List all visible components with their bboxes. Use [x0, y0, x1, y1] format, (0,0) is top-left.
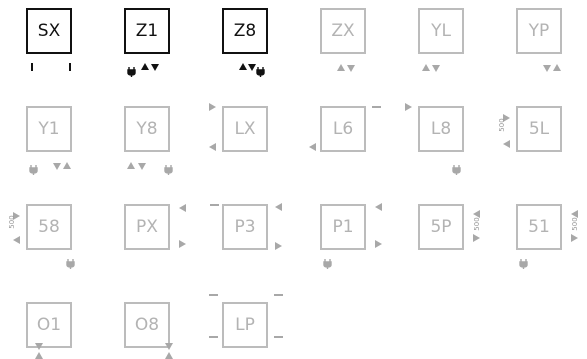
tile-label: L8: [430, 119, 452, 139]
tile-label: PX: [136, 217, 158, 237]
tile-y8[interactable]: Y8: [124, 106, 170, 152]
arrow-down-icon: [138, 163, 146, 170]
tile-label: L6: [332, 119, 354, 139]
arrow-up-icon: [63, 162, 71, 169]
tile-p3[interactable]: P3: [222, 204, 268, 250]
plug-icon: [452, 160, 461, 175]
tile-z1[interactable]: Z1: [124, 8, 170, 54]
dimension-label: 500: [571, 217, 579, 231]
tile-label: 5P: [430, 217, 452, 237]
arrow-left-icon: [309, 143, 316, 151]
tile-y1[interactable]: Y1: [26, 106, 72, 152]
tile-yp[interactable]: YP: [516, 8, 562, 54]
arrow-down-icon: [53, 163, 61, 170]
arrow-right-icon: [275, 242, 282, 250]
tile-label: 51: [528, 217, 550, 237]
dimension-label: 500: [473, 217, 481, 231]
tile-label: 5L: [528, 119, 550, 139]
tile-lx[interactable]: LX: [222, 106, 268, 152]
tile-yl[interactable]: YL: [418, 8, 464, 54]
plug-icon: [127, 62, 136, 77]
tile-o8[interactable]: O8: [124, 302, 170, 348]
arrow-down-icon: [347, 65, 355, 72]
arrow-left-icon: [571, 210, 578, 218]
tile-px[interactable]: PX: [124, 204, 170, 250]
dimension-label: 500: [8, 215, 16, 229]
arrow-up-icon: [553, 64, 561, 71]
arrow-left-icon: [473, 210, 480, 218]
tile-51[interactable]: 51: [516, 204, 562, 250]
arrow-left-icon: [503, 140, 510, 148]
arrow-left-icon: [275, 203, 282, 211]
arrow-up-icon: [337, 64, 345, 71]
tile-label: Z8: [233, 21, 257, 41]
arrow-right-icon: [405, 103, 412, 111]
tile-5p[interactable]: 5P: [418, 204, 464, 250]
tile-o1[interactable]: O1: [26, 302, 72, 348]
arrow-right-icon: [209, 103, 216, 111]
dash-mark: [372, 106, 381, 108]
dash-mark: [274, 336, 283, 338]
tile-label: Z1: [135, 21, 159, 41]
arrow-right-icon: [179, 240, 186, 248]
tick-mark: [31, 63, 33, 71]
arrow-down-icon: [248, 64, 256, 71]
tile-z8[interactable]: Z8: [222, 8, 268, 54]
tile-label: P1: [332, 217, 354, 237]
arrow-up-icon: [127, 162, 135, 169]
tile-zx[interactable]: ZX: [320, 8, 366, 54]
arrow-up-icon: [239, 63, 247, 70]
arrow-down-icon: [543, 65, 551, 72]
arrow-up-icon: [141, 63, 149, 70]
plug-icon: [256, 62, 265, 77]
plug-icon: [164, 160, 173, 175]
tile-label: O1: [36, 315, 62, 335]
tile-p1[interactable]: P1: [320, 204, 366, 250]
plug-icon: [323, 254, 332, 269]
tile-sx[interactable]: SX: [26, 8, 72, 54]
tile-label: SX: [37, 21, 61, 41]
arrow-up-icon: [422, 64, 430, 71]
tile-label: P3: [234, 217, 256, 237]
tile-label: 58: [38, 217, 60, 237]
arrow-right-icon: [13, 212, 20, 220]
arrow-right-icon: [503, 114, 510, 122]
tile-label: YP: [528, 21, 550, 41]
arrow-right-icon: [571, 234, 578, 242]
arrow-left-icon: [375, 203, 382, 211]
tick-mark: [69, 63, 71, 71]
tile-lp[interactable]: LP: [222, 302, 268, 348]
arrow-right-icon: [375, 240, 382, 248]
arrow-left-icon: [209, 143, 216, 151]
tile-label: O8: [134, 315, 160, 335]
dash-mark: [274, 294, 283, 296]
dimension-label: 500: [498, 118, 506, 132]
arrow-left-icon: [13, 236, 20, 244]
tile-label: LP: [235, 315, 255, 335]
plug-icon: [66, 254, 75, 269]
arrow-left-icon: [179, 204, 186, 212]
tile-l6[interactable]: L6: [320, 106, 366, 152]
tile-label: LX: [234, 119, 256, 139]
dash-mark: [209, 336, 218, 338]
plug-icon: [519, 254, 528, 269]
arrow-right-icon: [473, 234, 480, 242]
dash-mark: [209, 294, 218, 296]
dash-mark: [210, 204, 219, 206]
tile-label: Y1: [38, 119, 60, 139]
plug-icon: [29, 160, 38, 175]
tile-l8[interactable]: L8: [418, 106, 464, 152]
tile-58[interactable]: 58: [26, 204, 72, 250]
tile-label: YL: [431, 21, 451, 41]
tile-5l[interactable]: 5L: [516, 106, 562, 152]
arrow-down-icon: [165, 343, 173, 350]
arrow-down-icon: [35, 343, 43, 350]
tile-label: Y8: [136, 119, 158, 139]
arrow-down-icon: [432, 65, 440, 72]
tile-label: ZX: [331, 21, 355, 41]
arrow-down-icon: [151, 64, 159, 71]
